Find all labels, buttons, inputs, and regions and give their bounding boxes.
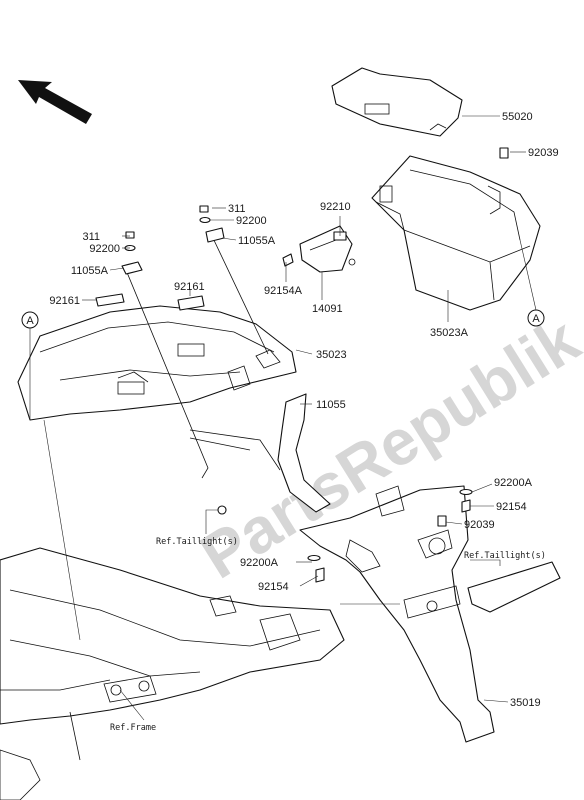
label-92161-right (177, 295, 205, 311)
callout-92154-left: 92154 (258, 581, 289, 593)
callout-311-mid: 311 (228, 203, 246, 215)
svg-text:A: A (532, 313, 540, 325)
ref-taillight-right: Ref.Taillight(s) (464, 551, 546, 561)
callout-92200A-left: 92200A (240, 557, 279, 569)
callout-92039-bottom: 92039 (464, 519, 495, 531)
bracket-11055 (189, 393, 331, 513)
screw-92154-right (461, 499, 471, 513)
tray-cover-55020 (331, 67, 463, 137)
callout-35023A: 35023A (430, 327, 469, 339)
callout-35019: 35019 (510, 697, 541, 709)
taillight-bolt-left (217, 505, 227, 515)
washer-92200A-left (307, 554, 321, 562)
clip-11055A-mid (205, 227, 225, 243)
callout-11055A-left: 11055A (71, 265, 109, 277)
callout-92210: 92210 (320, 201, 351, 213)
callout-55020: 55020 (502, 111, 533, 123)
front-direction-arrow-icon (18, 80, 92, 124)
bolt-92039-top (499, 147, 509, 159)
callout-92161-right: 92161 (174, 281, 205, 293)
label-92161-left (95, 293, 125, 307)
callout-35023: 35023 (316, 349, 347, 361)
screw-92154-left (315, 567, 325, 583)
callout-311-left: 311 (82, 231, 100, 243)
bolt-92039-bottom (437, 515, 447, 527)
clip-11055A-left (121, 261, 143, 275)
stay-rod-11055A-left (125, 269, 209, 479)
rear-fender-35023 (17, 305, 297, 421)
bracket-14091 (299, 225, 356, 273)
svg-text:A: A (26, 315, 34, 327)
ref-taillight-left: Ref.Taillight(s) (156, 537, 238, 547)
frame-reference (0, 547, 345, 800)
callout-92200A-right: 92200A (494, 477, 533, 489)
callout-92161-left: 92161 (49, 295, 80, 307)
marker-a-right: A (527, 309, 545, 327)
ref-frame: Ref.Frame (110, 723, 156, 733)
callout-92200-mid: 92200 (236, 215, 267, 227)
callout-92154A: 92154A (264, 285, 303, 297)
tool-tray-35023A (371, 155, 541, 311)
callout-11055A-mid: 11055A (238, 235, 276, 247)
callout-92200-left: 92200 (89, 243, 120, 255)
washer-311-mid (199, 205, 209, 213)
washer-92200A-right (459, 488, 473, 496)
leader-lines (29, 115, 537, 721)
callout-14091: 14091 (312, 303, 343, 315)
callout-92039-top: 92039 (528, 147, 559, 159)
washer-92200-mid (199, 216, 211, 224)
taillight-bracket-right (467, 561, 561, 613)
marker-a-left: A (21, 311, 39, 329)
washer-311-left (125, 231, 135, 239)
callout-11055: 11055 (316, 399, 346, 411)
screw-92154A (282, 253, 294, 267)
callout-92154-right: 92154 (496, 501, 527, 513)
stay-rod-11055A-mid (211, 235, 269, 355)
